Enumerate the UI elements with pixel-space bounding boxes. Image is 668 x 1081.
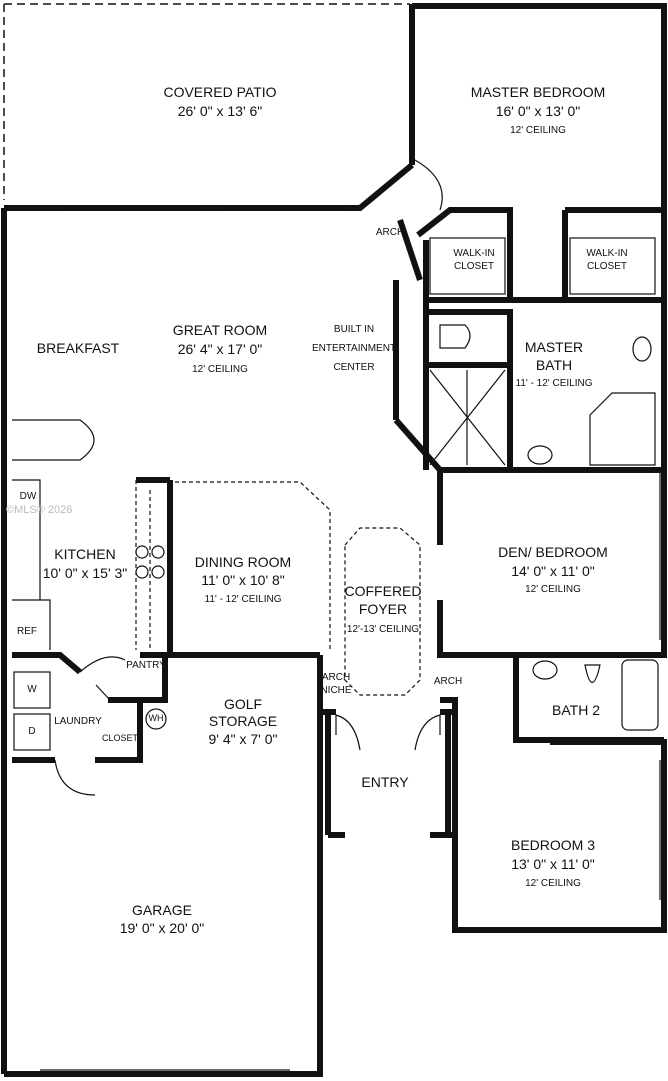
coffered-foyer-l2: FOYER (358, 601, 408, 617)
entertainment-l2: ENTERTAINMENT (311, 343, 397, 354)
entertainment-l3: CENTER (333, 362, 375, 373)
dining-room-dims: 11' 0" x 10' 8" (201, 572, 285, 588)
coffered-foyer-l1: COFFERED (344, 583, 422, 599)
closet-label: CLOSET (101, 733, 139, 743)
watermark: ©MLS® 2026 (6, 504, 73, 516)
garage-label: GARAGE (132, 902, 192, 918)
entry-label: ENTRY (361, 774, 409, 790)
dining-room-ceiling: 11' - 12' CEILING (204, 594, 282, 605)
walk-in-closet-left-l1: WALK-IN (453, 248, 495, 259)
garage-dims: 19' 0" x 20' 0" (119, 920, 205, 936)
covered-patio-dims: 26' 0" x 13' 6" (177, 103, 263, 119)
great-room-dims: 26' 4" x 17' 0" (177, 341, 263, 357)
walk-in-closet-left-l2: CLOSET (453, 261, 495, 272)
laundry-label: LAUNDRY (54, 716, 102, 727)
master-bath-l2: BATH (535, 357, 573, 373)
golf-storage-l1: GOLF (223, 696, 263, 712)
golf-storage-l2: STORAGE (208, 713, 278, 729)
master-bedroom-label: MASTER BEDROOM (470, 84, 606, 100)
breakfast-label: BREAKFAST (36, 340, 120, 356)
master-bedroom-dims: 16' 0" x 13' 0" (495, 103, 581, 119)
arch-right-label: ARCH (433, 676, 463, 687)
den-bedroom-dims: 14' 0" x 11' 0" (511, 563, 595, 579)
den-bedroom-ceiling: 12' CEILING (525, 584, 581, 595)
arch-niche-l2: NICHE (320, 685, 352, 696)
den-bedroom-label: DEN/ BEDROOM (498, 544, 608, 560)
bedroom3-label: BEDROOM 3 (510, 837, 596, 853)
master-bath-ceiling: 11' - 12' CEILING (515, 378, 593, 389)
master-bath-l1: MASTER (524, 339, 584, 355)
bath2-label: BATH 2 (552, 702, 600, 718)
washer-label: W (27, 684, 37, 695)
master-bedroom-ceiling: 12' CEILING (510, 125, 566, 136)
kitchen-dims: 10' 0" x 15' 3" (42, 565, 128, 581)
pantry-label: PANTRY (126, 660, 166, 671)
covered-patio-label: COVERED PATIO (163, 84, 277, 100)
arch-niche-l1: ARCH (321, 672, 351, 683)
great-room-ceiling: 12' CEILING (192, 364, 248, 375)
bedroom3-ceiling: 12' CEILING (525, 878, 581, 889)
refrigerator-label: REF (17, 626, 37, 637)
dryer-label: D (28, 726, 36, 737)
dishwasher-label: DW (19, 491, 37, 502)
kitchen-label: KITCHEN (54, 546, 116, 562)
water-heater-label: WH (148, 713, 164, 723)
golf-storage-dims: 9' 4" x 7' 0" (208, 731, 278, 747)
walk-in-closet-right-l1: WALK-IN (586, 248, 628, 259)
bedroom3-dims: 13' 0" x 11' 0" (511, 856, 595, 872)
great-room-label: GREAT ROOM (172, 322, 268, 338)
dining-room-label: DINING ROOM (194, 554, 292, 570)
coffered-foyer-ceiling: 12'-13' CEILING (346, 624, 420, 635)
arch-top-label: ARCH (375, 227, 405, 238)
entertainment-l1: BUILT IN (333, 324, 375, 335)
walk-in-closet-right-l2: CLOSET (586, 261, 628, 272)
